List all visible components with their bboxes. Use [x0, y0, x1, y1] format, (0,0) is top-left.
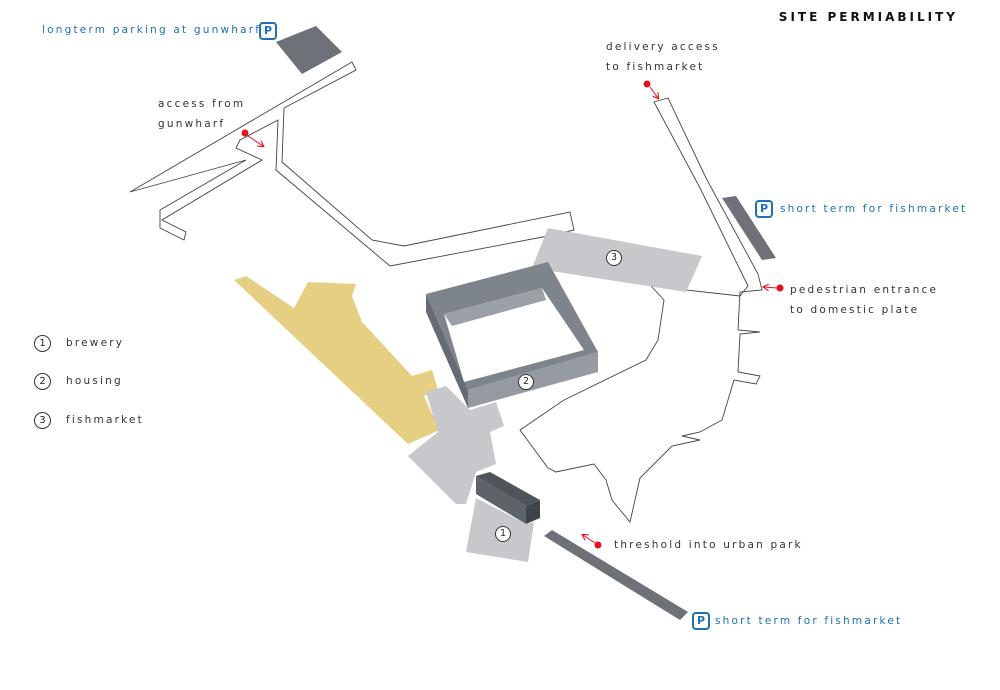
longterm-parking-label: longterm parking at gunwharf	[42, 24, 262, 36]
map-number-fishmarket: 3	[606, 250, 622, 266]
map-number-brewery: 1	[495, 526, 511, 542]
pedestrian-ground	[408, 386, 504, 504]
legend-number-fishmarket: 3	[34, 412, 51, 429]
gunwharf-road-outline	[129, 61, 575, 267]
short-term-parking-bottom-label: short term for fishmarket	[715, 615, 903, 627]
delivery-access-label-line2: to fishmarket	[606, 61, 705, 73]
brewery-building	[476, 472, 540, 524]
legend-label-fishmarket: fishmarket	[66, 414, 145, 426]
legend-label-brewery: brewery	[66, 337, 125, 349]
short-term-parking-right	[722, 196, 776, 260]
map-number-housing: 2	[518, 374, 534, 390]
pedestrian-entrance-label-line2: to domestic plate	[790, 304, 920, 316]
legend-number-housing: 2	[34, 373, 51, 390]
parking-icon: P	[259, 22, 277, 40]
legend-label-housing: housing	[66, 375, 123, 387]
short-term-parking-right-label: short term for fishmarket	[780, 203, 968, 215]
delivery-access-label-line1: delivery access	[606, 41, 720, 53]
longterm-parking-lot	[276, 26, 342, 74]
access-arrows	[241, 80, 784, 549]
legend-number-brewery: 1	[34, 335, 51, 352]
page-title: SITE PERMIABILITY	[778, 10, 958, 24]
parking-icon: P	[755, 200, 773, 218]
pedestrian-entrance-label-line1: pedestrian entrance	[790, 284, 939, 296]
access-gunwharf-label-line1: access from	[158, 98, 246, 110]
access-gunwharf-label-line2: gunwharf	[158, 118, 226, 130]
parking-icon: P	[692, 612, 710, 630]
housing-building	[426, 262, 598, 408]
short-term-parking-bottom	[544, 530, 688, 620]
brewery-area	[234, 276, 444, 444]
threshold-label: threshold into urban park	[614, 539, 803, 551]
